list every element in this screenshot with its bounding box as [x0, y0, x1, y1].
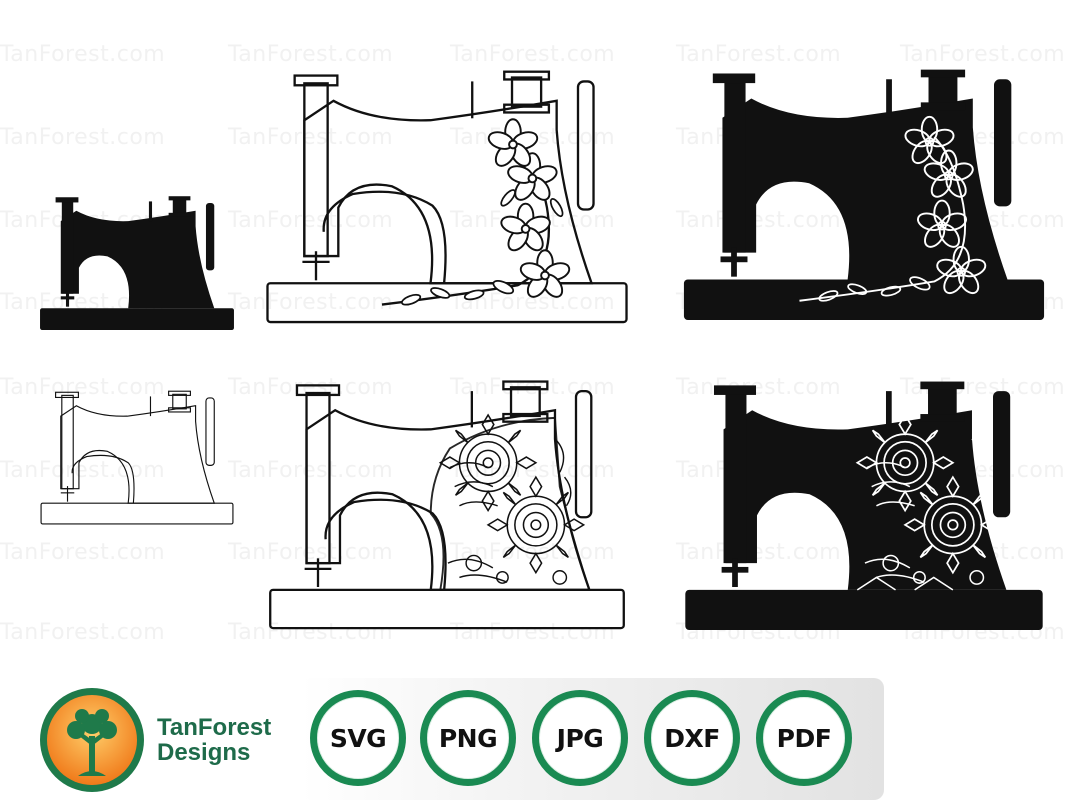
sewing-machine-floral-outline-icon	[266, 70, 628, 324]
watermark-text: TanForest.com	[0, 620, 166, 645]
format-label: PDF	[776, 723, 832, 753]
brand-name-line1: TanForest	[157, 714, 272, 741]
sewing-machine-solid-icon	[40, 196, 234, 330]
format-badge-svg: SVG	[310, 690, 406, 786]
format-badge-png: PNG	[420, 690, 516, 786]
sewing-machine-floral-solid-icon	[683, 69, 1045, 320]
sewing-machine-outline-small	[40, 385, 234, 525]
brand-name: TanForest Designs	[157, 715, 271, 765]
format-label: SVG	[329, 723, 387, 753]
sewing-machine-solid-small	[40, 190, 234, 330]
format-label: DXF	[664, 723, 720, 753]
tanforest-logo	[38, 686, 146, 794]
brand-name-line2: Designs	[157, 739, 251, 766]
format-label: PNG	[438, 723, 498, 753]
tree-logo-icon	[40, 688, 144, 792]
sewing-machine-mandala-solid-icon	[685, 381, 1043, 630]
format-badge-dxf: DXF	[644, 690, 740, 786]
sewing-machine-outline-mandala	[258, 372, 636, 630]
sewing-machine-solid-mandala	[676, 372, 1052, 630]
format-badge-jpg: JPG	[532, 690, 628, 786]
watermark-text: TanForest.com	[0, 540, 166, 565]
watermark-text: TanForest.com	[0, 42, 166, 67]
format-badge-pdf: PDF	[756, 690, 852, 786]
format-label: JPG	[556, 723, 604, 753]
sewing-machine-mandala-outline-icon	[269, 380, 625, 630]
sewing-machine-outline-icon	[40, 390, 234, 525]
sewing-machine-solid-floral	[676, 60, 1052, 320]
sewing-machine-outline-floral	[258, 62, 636, 324]
watermark-text: TanForest.com	[0, 125, 166, 150]
